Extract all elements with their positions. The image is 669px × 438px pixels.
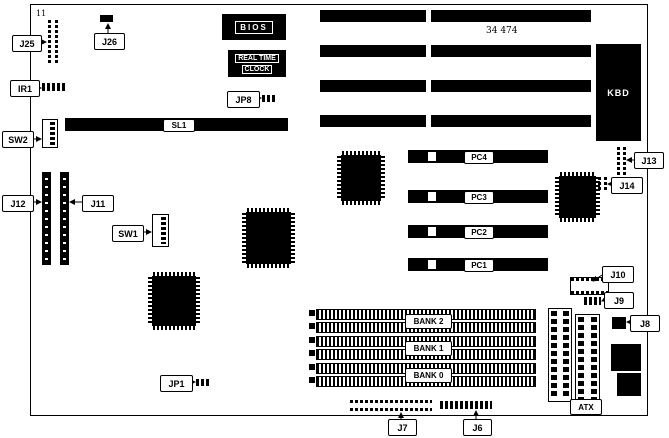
j12-label: J12 [2, 195, 34, 212]
pc2-label: PC2 [464, 226, 494, 239]
j7-label: J7 [388, 419, 417, 436]
bank2-label: BANK 2 [405, 314, 452, 329]
sw2-label: SW2 [2, 131, 34, 148]
j9-label: J9 [604, 292, 634, 309]
pc1-label: PC1 [464, 259, 494, 272]
j8-label: J8 [630, 315, 660, 332]
sw1-dip-switch [152, 214, 169, 247]
jp8-label: JP8 [227, 91, 260, 108]
rtc-chip: REAL TIME CLOCK [228, 50, 286, 77]
part-number: 34 474 [486, 26, 518, 36]
j13-label: J13 [634, 152, 664, 169]
j25-header [48, 20, 58, 63]
j6-connector [440, 401, 492, 409]
ir1-header [42, 83, 65, 91]
qfp-chip-1 [337, 151, 385, 205]
atx-connector-1 [548, 308, 572, 402]
bios-chip-label: BIOS [235, 20, 273, 34]
j10-connector [570, 277, 609, 295]
j26-component [100, 15, 113, 22]
rtc-chip-label-line2: CLOCK [241, 64, 273, 74]
slot-bar-row2-right [431, 45, 591, 57]
slot-bar-row2-left [320, 45, 426, 57]
rtc-chip-label-line1: REAL TIME [235, 53, 279, 63]
j14-label: J14 [611, 177, 643, 194]
slot-bar-row4-right [431, 115, 591, 127]
j25-label: J25 [12, 35, 42, 52]
j26-label: J26 [94, 33, 125, 50]
jp8-jumper [262, 95, 275, 102]
j12-slot [42, 172, 51, 265]
atx-label: ATX [570, 399, 602, 415]
j9-connector [584, 297, 601, 305]
port-block-upper [611, 344, 641, 371]
qfp-chip-2 [555, 172, 600, 222]
j11-slot [60, 172, 69, 265]
bios-chip: BIOS [222, 14, 286, 40]
ir1-label: IR1 [10, 80, 40, 97]
sw1-label: SW1 [112, 225, 144, 242]
j11-label: J11 [82, 195, 114, 212]
slot-bar-row3-left [320, 80, 426, 92]
jp1-jumper [196, 379, 209, 386]
board-outline [30, 4, 648, 416]
sw2-dip-switch [42, 119, 58, 148]
port-block-lower [617, 373, 641, 396]
pc4-label: PC4 [464, 151, 494, 164]
j6-label: J6 [463, 419, 492, 436]
slot-bar-row1-left [320, 10, 426, 22]
kbd-label: KBD [607, 87, 630, 98]
j13-header [617, 147, 626, 175]
slot-bar-row3-right [431, 80, 591, 92]
pc3-label: PC3 [464, 191, 494, 204]
j8-component [612, 317, 626, 329]
qfp-chip-4 [148, 272, 200, 330]
j7-connector [350, 400, 432, 411]
corner-mark: 11 [36, 9, 47, 18]
bank0-label: BANK 0 [405, 368, 452, 383]
qfp-chip-3 [242, 208, 295, 268]
kbd-connector: KBD [596, 44, 641, 141]
jp1-label: JP1 [160, 375, 193, 392]
slot-bar-row4-left [320, 115, 426, 127]
sl1-label: SL1 [163, 119, 195, 132]
j10-label: J10 [602, 266, 634, 283]
bank1-label: BANK 1 [405, 341, 452, 356]
j14-header [598, 177, 607, 190]
atx-connector-2 [575, 314, 600, 402]
slot-bar-row1-right [431, 10, 591, 22]
